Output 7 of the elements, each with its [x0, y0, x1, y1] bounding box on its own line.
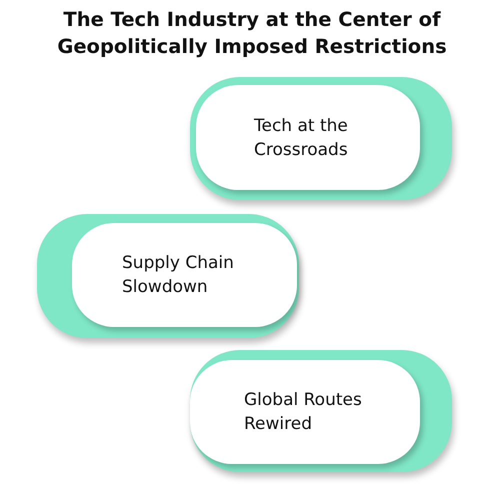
card-label: Global Routes Rewired: [244, 389, 363, 436]
card-label: Supply Chain Slowdown: [122, 252, 235, 299]
card-label: Tech at the Crossroads: [254, 114, 349, 162]
diagram-title: The Tech Industry at the Center of Geopolitically Imposed Restrictions: [56, 7, 448, 60]
rounded-card: [190, 360, 420, 464]
rounded-card: [196, 85, 420, 190]
rounded-card: [72, 223, 297, 327]
